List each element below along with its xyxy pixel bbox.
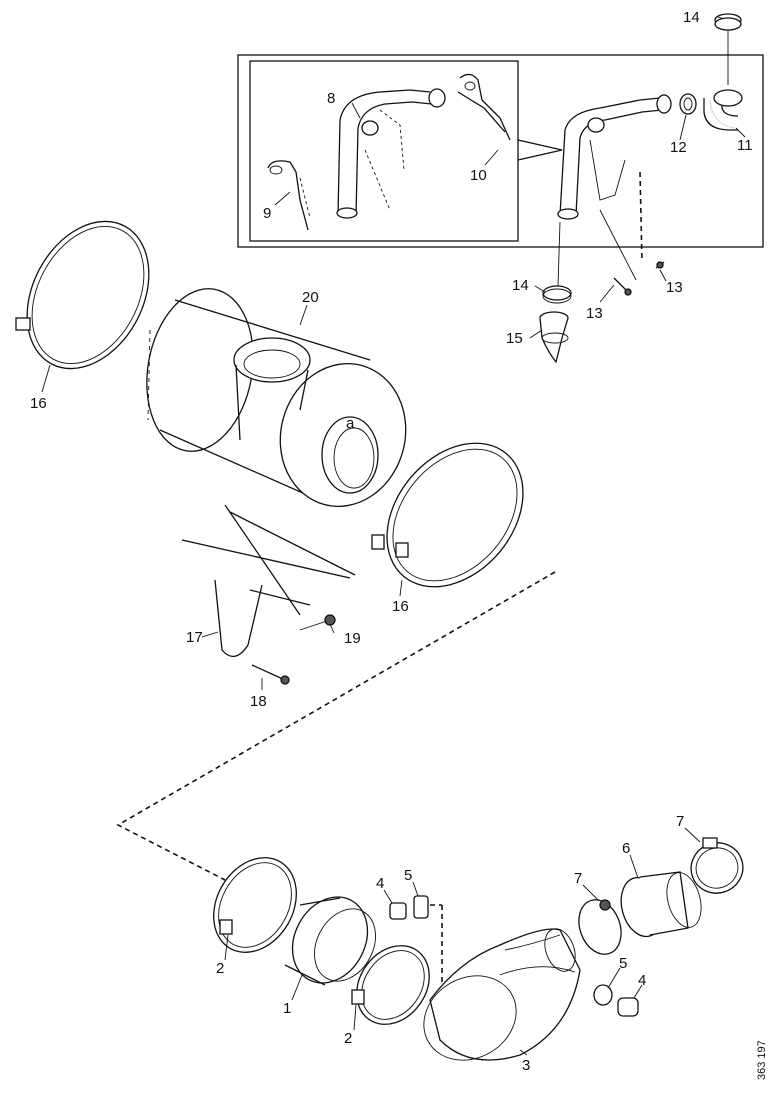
part-18-bolt — [251, 664, 290, 685]
connection-dashed-line — [116, 571, 556, 990]
part-15-dust-valve — [539, 311, 569, 364]
variant-frame — [237, 54, 764, 248]
label-10: 10 — [470, 167, 487, 184]
part-6-hose-short — [620, 871, 702, 938]
label-16-left: 16 — [30, 395, 47, 412]
label-2-lower: 2 — [344, 1030, 352, 1047]
label-15: 15 — [506, 330, 523, 347]
part-2-clamp-upper — [213, 857, 297, 953]
label-7-end: 7 — [676, 813, 684, 830]
label-18: 18 — [250, 693, 267, 710]
part-16-clamp-ring-left — [15, 220, 150, 370]
label-19: 19 — [344, 630, 361, 647]
part-11-elbow — [703, 89, 743, 131]
label-13-left: 13 — [586, 305, 603, 322]
label-2-upper: 2 — [216, 960, 224, 977]
label-4-left: 4 — [376, 875, 384, 892]
label-8: 8 — [327, 90, 335, 107]
label-5-left: 5 — [404, 867, 412, 884]
part-12-clamp — [679, 93, 697, 115]
label-11: 11 — [737, 137, 753, 154]
label-13-right: 13 — [666, 279, 683, 296]
part-10-bracket-plate — [457, 73, 511, 141]
label-12: 12 — [670, 139, 687, 156]
part-16-clamp-ring-right — [371, 442, 524, 588]
label-4-right: 4 — [638, 972, 646, 989]
part-4-cap-right — [617, 997, 639, 1017]
label-3: 3 — [522, 1057, 530, 1074]
part-7-clamp-mid — [578, 899, 622, 955]
drawing-reference-number: 363 197 — [756, 1040, 768, 1080]
label-16-right: 16 — [392, 598, 409, 615]
part-17-mounting-bracket — [181, 504, 356, 657]
part-13-bolts — [613, 261, 665, 296]
label-5-right: 5 — [619, 955, 627, 972]
part-20-filter-housing — [146, 288, 407, 508]
part-1-hose — [284, 896, 376, 986]
part-2-clamp-lower — [351, 945, 430, 1025]
label-1: 1 — [283, 1000, 291, 1017]
part-7-clamp-end — [690, 837, 744, 894]
callout-labels: 8 9 10 11 12 14 14 15 13 13 16 16 20 a 1… — [30, 9, 768, 1080]
upper-intake-pipe — [557, 94, 672, 281]
part-5-connector-right — [593, 984, 613, 1006]
label-9: 9 — [263, 205, 271, 222]
label-6: 6 — [622, 840, 630, 857]
part-3-elbow-hose — [423, 928, 581, 1061]
part-4-cap-left — [389, 902, 407, 920]
label-14-lower: 14 — [512, 277, 529, 294]
label-14-top: 14 — [683, 9, 700, 26]
label-7-mid: 7 — [574, 870, 582, 887]
label-17: 17 — [186, 629, 203, 646]
label-a: a — [346, 415, 355, 432]
part-5-connector-left — [413, 895, 429, 919]
leader-lines — [41, 16, 746, 1056]
part-8-intake-pipe — [336, 88, 446, 219]
label-20: 20 — [302, 289, 319, 306]
part-9-bracket — [267, 160, 311, 231]
part-19-nut — [299, 614, 336, 631]
part-14-clamp-top — [714, 13, 742, 85]
part-14-clamp-lower — [542, 221, 572, 304]
